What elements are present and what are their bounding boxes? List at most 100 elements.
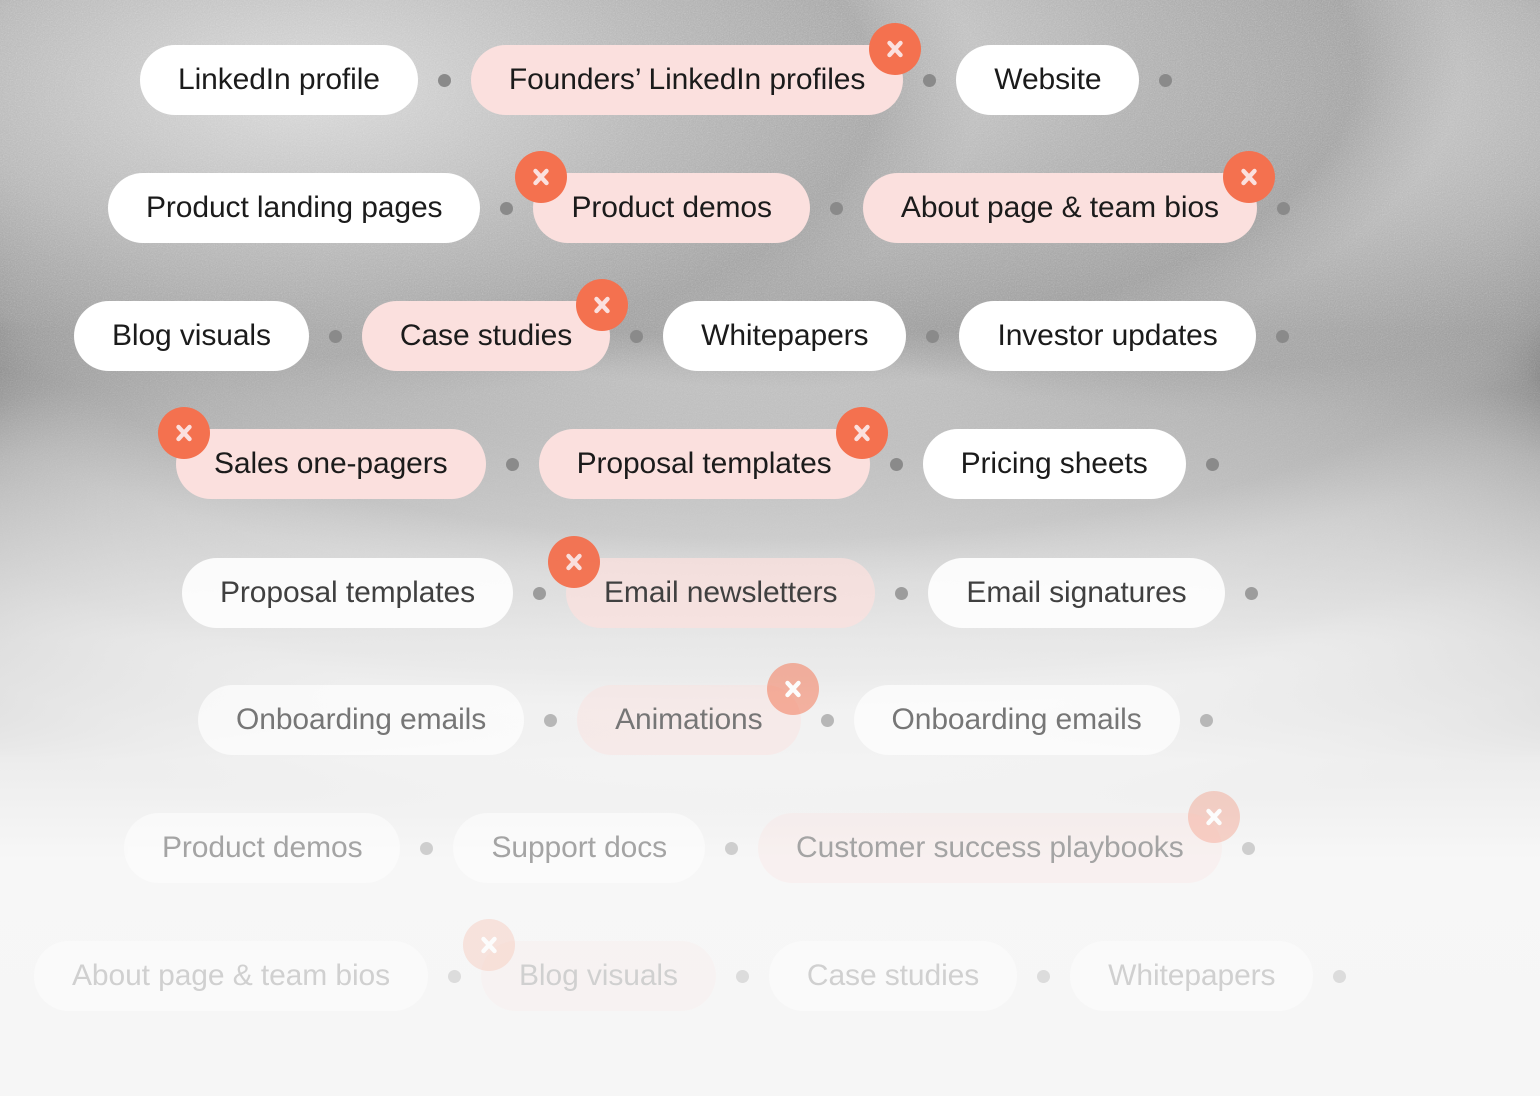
chip-item[interactable]: Onboarding emails — [198, 685, 525, 755]
chip-item[interactable]: Proposal templates — [538, 407, 888, 499]
chip-label[interactable]: Customer success playbooks — [758, 813, 1222, 883]
chip-item[interactable]: Animations — [577, 663, 819, 755]
chip-label[interactable]: Support docs — [453, 813, 706, 883]
chip-item[interactable]: Support docs — [453, 813, 706, 883]
chip-row: Proposal templates Email newsletters Email… — [182, 536, 1278, 628]
chip-label[interactable]: About page & team bios — [34, 941, 429, 1011]
chip-row: Sales one-pagers Proposal templates Pricin… — [158, 407, 1239, 499]
chip-item[interactable]: Whitepapers — [663, 301, 907, 371]
background-noise-texture — [0, 0, 1540, 1070]
chip-row: Blog visuals Case studies Whitepapers Inves… — [74, 279, 1309, 371]
separator-dot-icon — [1275, 329, 1289, 343]
chip-label[interactable]: Investor updates — [959, 301, 1256, 371]
separator-dot-icon — [1333, 969, 1347, 983]
chip-label[interactable]: Onboarding emails — [853, 685, 1180, 755]
chip-label[interactable]: Proposal templates — [182, 558, 514, 628]
chip-label[interactable]: Whitepapers — [663, 301, 907, 371]
separator-dot-icon — [923, 73, 937, 87]
chip-item[interactable]: Proposal templates — [182, 558, 514, 628]
chip-item[interactable]: Case studies — [768, 941, 1018, 1011]
separator-dot-icon — [1276, 201, 1290, 215]
chip-label[interactable]: Proposal templates — [538, 429, 870, 499]
chip-label[interactable]: Email newsletters — [566, 558, 876, 628]
chip-item[interactable]: Onboarding emails — [853, 685, 1180, 755]
chip-label[interactable]: Founders’ LinkedIn profiles — [470, 45, 904, 115]
separator-dot-icon — [889, 457, 903, 471]
chip-item[interactable]: About page & team bios — [862, 151, 1275, 243]
chip-item[interactable]: LinkedIn profile — [140, 45, 418, 115]
chip-row: Onboarding emails Animations Onboarding em… — [198, 663, 1233, 755]
chip-item[interactable]: Investor updates — [959, 301, 1256, 371]
chip-label[interactable]: Blog visuals — [481, 941, 716, 1011]
chip-item[interactable]: Blog visuals — [74, 301, 309, 371]
chip-remove-button[interactable] — [548, 536, 601, 588]
chip-item[interactable]: Email signatures — [928, 558, 1225, 628]
separator-dot-icon — [725, 841, 739, 855]
chip-item[interactable]: Sales one-pagers — [158, 407, 486, 499]
separator-dot-icon — [448, 969, 462, 983]
chip-item[interactable]: Website — [956, 45, 1140, 115]
chip-label[interactable]: About page & team bios — [862, 173, 1257, 243]
separator-dot-icon — [926, 329, 940, 343]
chip-label[interactable]: Product landing pages — [108, 173, 481, 243]
separator-dot-icon — [1159, 73, 1173, 87]
close-x-icon — [1241, 168, 1257, 186]
chip-remove-button[interactable] — [1187, 791, 1240, 843]
close-x-icon — [481, 936, 497, 954]
chip-remove-button[interactable] — [869, 23, 922, 75]
chip-label[interactable]: Website — [956, 45, 1140, 115]
separator-dot-icon — [829, 201, 843, 215]
separator-dot-icon — [1205, 457, 1219, 471]
chip-item[interactable]: Customer success playbooks — [758, 791, 1240, 883]
chip-row: Product landing pages Product demos About … — [108, 151, 1310, 243]
separator-dot-icon — [544, 713, 558, 727]
chip-label[interactable]: Product demos — [533, 173, 810, 243]
chip-item[interactable]: Pricing sheets — [922, 429, 1186, 499]
separator-dot-icon — [1199, 713, 1213, 727]
chip-label[interactable]: Whitepapers — [1070, 941, 1314, 1011]
chip-remove-button[interactable] — [576, 279, 629, 331]
chip-row: Product demos Support docs Customer succes… — [124, 791, 1275, 883]
chip-remove-button[interactable] — [1222, 151, 1275, 203]
separator-dot-icon — [328, 329, 342, 343]
chip-label[interactable]: Sales one-pagers — [176, 429, 486, 499]
chip-item[interactable]: Founders’ LinkedIn profiles — [470, 23, 922, 115]
separator-dot-icon — [437, 73, 451, 87]
separator-dot-icon — [630, 329, 644, 343]
chip-item[interactable]: About page & team bios — [34, 941, 429, 1011]
chip-item[interactable]: Product demos — [124, 813, 401, 883]
chip-item[interactable]: Email newsletters — [548, 536, 876, 628]
chip-item[interactable]: Blog visuals — [463, 919, 716, 1011]
chip-label[interactable]: LinkedIn profile — [140, 45, 418, 115]
close-x-icon — [566, 553, 582, 571]
separator-dot-icon — [895, 586, 909, 600]
separator-dot-icon — [1241, 841, 1255, 855]
chip-remove-button[interactable] — [158, 407, 210, 459]
chip-label[interactable]: Email signatures — [928, 558, 1225, 628]
separator-dot-icon — [500, 201, 514, 215]
chip-label[interactable]: Case studies — [361, 301, 611, 371]
chip-item[interactable]: Whitepapers — [1070, 941, 1314, 1011]
close-x-icon — [784, 680, 801, 698]
chip-row: About page & team bios Blog visuals Case s… — [34, 919, 1366, 1011]
separator-dot-icon — [505, 457, 519, 471]
chip-label[interactable]: Pricing sheets — [922, 429, 1186, 499]
separator-dot-icon — [1244, 586, 1258, 600]
chip-remove-button[interactable] — [835, 407, 888, 459]
chip-remove-button[interactable] — [463, 919, 516, 971]
chip-item[interactable]: Case studies — [361, 279, 629, 371]
chip-label[interactable]: Case studies — [768, 941, 1018, 1011]
close-x-icon — [887, 40, 903, 58]
close-x-icon — [1205, 808, 1222, 826]
chip-remove-button[interactable] — [766, 663, 819, 715]
separator-dot-icon — [735, 969, 749, 983]
chip-item[interactable]: Product demos — [515, 151, 810, 243]
chip-item[interactable]: Product landing pages — [108, 173, 481, 243]
close-x-icon — [594, 296, 610, 314]
chip-label[interactable]: Blog visuals — [74, 301, 309, 371]
close-x-icon — [533, 168, 550, 186]
chip-label[interactable]: Product demos — [124, 813, 401, 883]
chip-label[interactable]: Onboarding emails — [198, 685, 525, 755]
